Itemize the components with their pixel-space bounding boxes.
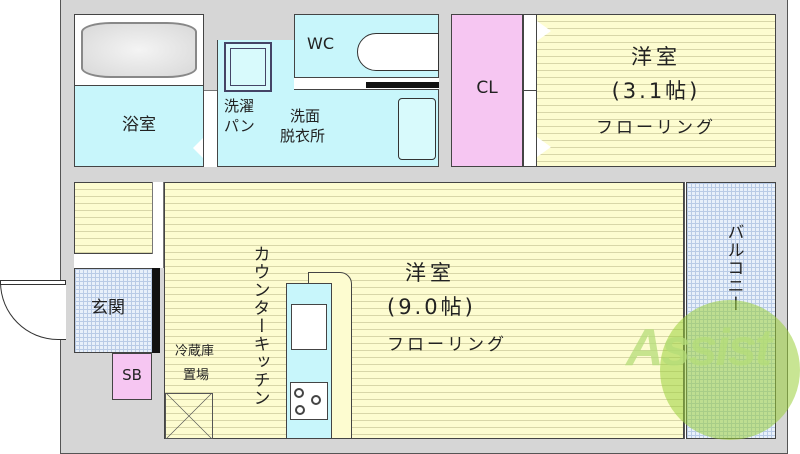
room-entrance: 玄関 xyxy=(74,268,154,353)
fridge-space-icon xyxy=(165,393,213,439)
bathtub-area xyxy=(74,14,204,86)
room-closet: CL xyxy=(451,14,523,167)
entrance-step xyxy=(152,268,160,353)
shoe-box-label: SB xyxy=(122,366,142,384)
watermark-logo xyxy=(660,300,800,440)
hall-gap xyxy=(74,254,154,268)
fridge-label-2: 置場 xyxy=(183,368,210,383)
outside-area xyxy=(0,0,60,454)
shoe-box: SB xyxy=(112,353,152,400)
small-room-label-1: 洋室 xyxy=(631,45,681,69)
laundry-pan-label-2: パン xyxy=(224,117,255,135)
watermark-text: Assist xyxy=(626,319,772,377)
kitchen-unit xyxy=(286,283,332,439)
entrance-label: 玄関 xyxy=(91,298,125,318)
bathtub-icon xyxy=(81,22,197,78)
laundry-pan-label-1: 洗濯 xyxy=(224,97,255,115)
closet-doors xyxy=(523,14,537,167)
kitchen-sink-icon xyxy=(291,304,327,350)
room-wc: WC xyxy=(294,14,439,78)
fridge-label-1: 冷蔵庫 xyxy=(175,344,215,359)
sliding-door xyxy=(152,182,164,268)
room-western-main: 洋室 (9.0帖) フローリング カウンターキッチン 冷蔵庫 置場 xyxy=(164,182,684,439)
small-room-label-3: フローリング xyxy=(596,118,716,138)
washroom-label-1: 洗面 xyxy=(290,107,321,125)
main-room-label-2: (9.0帖) xyxy=(387,295,476,319)
balcony-label: バルコニー xyxy=(723,223,744,313)
entry-door-leaf xyxy=(0,280,66,285)
room-western-small: 洋室 (3.1帖) フローリング xyxy=(536,14,776,167)
washer-pan-icon xyxy=(224,42,272,92)
toilet-icon xyxy=(357,33,439,71)
stove-icon xyxy=(290,382,328,420)
counter-kitchen-label: カウンターキッチン xyxy=(249,245,270,407)
bath-label: 浴室 xyxy=(122,115,156,135)
hall-storage xyxy=(74,182,154,254)
bath-partition xyxy=(204,90,218,167)
wc-door xyxy=(294,78,439,90)
door-icon xyxy=(193,138,203,158)
main-room-label-1: 洋室 xyxy=(405,261,455,285)
sink-icon xyxy=(398,98,436,160)
small-room-label-2: (3.1帖) xyxy=(611,79,701,103)
main-room-label-3: フローリング xyxy=(387,335,507,355)
door-icon xyxy=(537,21,551,41)
door-icon xyxy=(537,137,551,157)
closet-label: CL xyxy=(476,78,498,98)
room-bath: 浴室 xyxy=(74,85,204,167)
wc-label: WC xyxy=(307,34,334,53)
washroom-label-2: 脱衣所 xyxy=(280,127,326,145)
